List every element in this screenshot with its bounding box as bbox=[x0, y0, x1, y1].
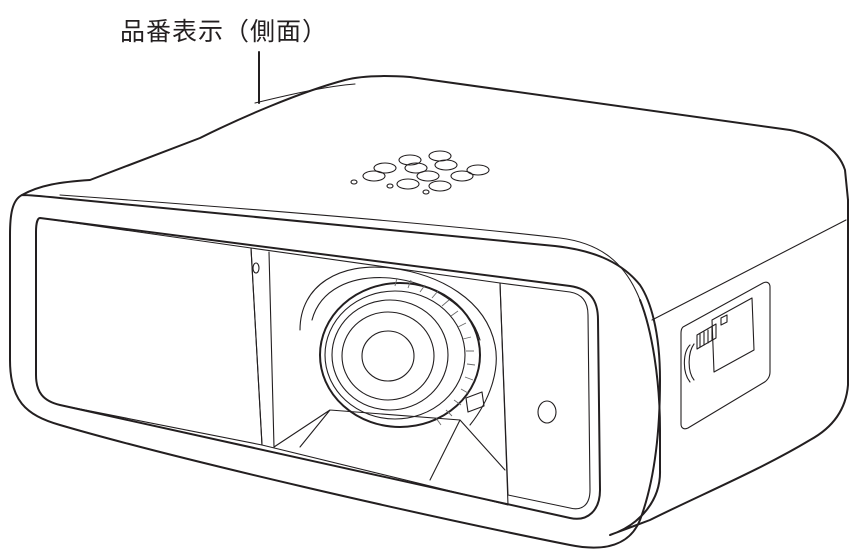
projector-side-face bbox=[609, 199, 849, 536]
indicator-led bbox=[350, 179, 358, 185]
front-right-panel bbox=[499, 282, 591, 510]
control-button bbox=[404, 162, 428, 174]
control-button bbox=[434, 159, 458, 171]
top-control-panel bbox=[350, 150, 490, 195]
control-button bbox=[450, 170, 474, 182]
lens-zoom-ring bbox=[324, 290, 466, 420]
lens-glass bbox=[361, 330, 415, 382]
top-bevel-line bbox=[59, 194, 641, 301]
control-button bbox=[396, 178, 420, 190]
lens-ring-3 bbox=[331, 299, 449, 411]
projector-front-shell bbox=[9, 194, 661, 549]
control-button bbox=[466, 164, 490, 176]
control-button bbox=[373, 162, 397, 174]
focus-ring-knurling bbox=[394, 277, 476, 426]
projector-top-face bbox=[21, 75, 849, 201]
side-terminal-panel bbox=[680, 281, 771, 430]
indicator-icon bbox=[252, 262, 260, 274]
lens-bay-edge bbox=[268, 251, 275, 448]
lens-housing-arc bbox=[299, 266, 497, 426]
control-button bbox=[428, 150, 452, 162]
side-terminal-inner bbox=[711, 297, 755, 373]
lens-lever bbox=[465, 391, 485, 413]
side-grip-icon bbox=[696, 323, 717, 350]
control-button bbox=[362, 170, 386, 182]
lens-glass-outer bbox=[341, 311, 435, 401]
lens-bay bbox=[250, 247, 509, 506]
control-button bbox=[416, 170, 440, 182]
control-button bbox=[398, 154, 422, 166]
lens-focus-ring bbox=[319, 282, 481, 428]
lens-shift-dial bbox=[683, 343, 695, 383]
front-bezel bbox=[35, 217, 601, 520]
side-top-edge-line bbox=[651, 219, 847, 321]
remote-sensor bbox=[537, 400, 557, 424]
indicator-led bbox=[386, 183, 394, 189]
top-bevel-line-2 bbox=[254, 83, 356, 104]
front-left-panel bbox=[35, 217, 263, 446]
lens-bay-floor bbox=[273, 409, 506, 481]
model-number-label: 品番表示（側面） bbox=[120, 17, 329, 46]
control-button bbox=[428, 180, 452, 192]
side-small-icon bbox=[720, 314, 728, 326]
indicator-led bbox=[422, 189, 430, 195]
